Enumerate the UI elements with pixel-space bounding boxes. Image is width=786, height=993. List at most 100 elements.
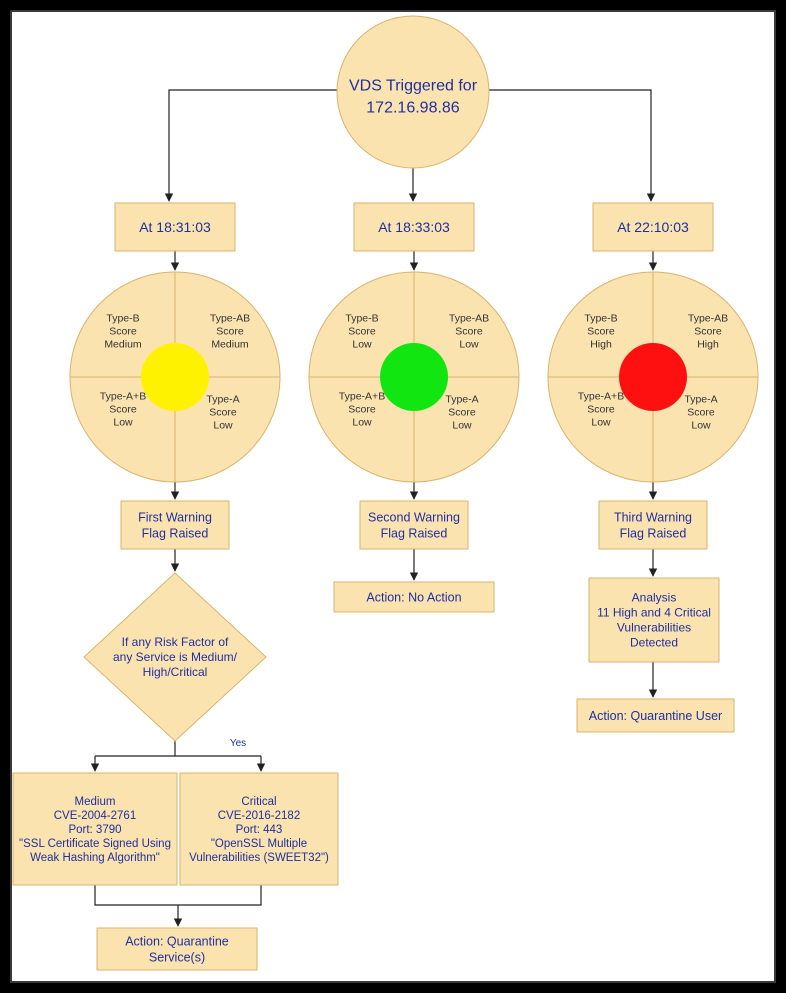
time-box-1: At 18:31:03 (114, 202, 236, 252)
action-no-action: Action: No Action (333, 581, 495, 613)
quadrant-bottom-right-line: Type-A (684, 394, 717, 406)
time-box-3-text-line: At 22:10:03 (617, 219, 689, 235)
warning-box-2-shape (359, 500, 469, 550)
finding-critical-text-line: Critical (241, 796, 276, 808)
quadrant-top-left-line: Type-B (345, 313, 378, 325)
decision-text-line: High/Critical (143, 665, 208, 679)
analysis-box-text-line: 11 High and 4 Critical (597, 606, 711, 620)
analysis-box-text-line: Vulnerabilities (617, 621, 691, 635)
warning-box-3-shape (598, 500, 708, 550)
warning-box-1-text-line: Flag Raised (142, 526, 209, 540)
edge-root-branch-1 (164, 89, 337, 202)
quadrant-bottom-right-line: Score (448, 407, 476, 419)
analysis-box-shape (588, 577, 720, 663)
quadrant-bottom-left-line: Low (591, 417, 611, 429)
decision-shape (83, 572, 267, 742)
finding-medium-text-line: "SSL Certificate Signed Using (19, 838, 171, 850)
quadrant-top-right-line: Score (216, 326, 244, 338)
warning-box-3-text-line: Flag Raised (620, 526, 687, 540)
nodes: VDS Triggered for 172.16.98.86 At 18:31:03… (12, 15, 759, 971)
quadrant-bottom-left-line: Low (113, 417, 133, 429)
finding-medium-text-line: Medium (75, 796, 116, 808)
quadrant-top-right-line: Type-AB (449, 313, 489, 325)
quadrant-bottom-left-line: Score (587, 404, 615, 416)
root-node: VDS Triggered for 172.16.98.86 (336, 15, 490, 169)
quadrant-bottom-right-line: Type-A (206, 394, 239, 406)
finding-medium-text-line: Weak Hashing Algorithm" (30, 852, 160, 864)
quadrant-bottom-left-line: Type-A+B (339, 391, 385, 403)
edge-findings-merge (94, 885, 262, 906)
quadrant-bottom-right-line: Score (687, 407, 715, 419)
quadrant-top-left-line: Score (109, 326, 137, 338)
finding-critical-text-line: CVE-2016-2182 (218, 810, 300, 822)
quadrant-bottom-left-line: Type-A+B (578, 391, 624, 403)
time-box-1-text: At 18:31:03 (139, 219, 211, 235)
quadrant-top-left-line: Medium (104, 339, 142, 351)
finding-critical-shape (179, 772, 339, 886)
time-box-2-text: At 18:33:03 (378, 219, 450, 235)
action-quarantine-services-shape (96, 927, 258, 971)
analysis-box-text-line: Detected (630, 636, 678, 650)
quadrant-bottom-right-line: Low (452, 420, 472, 432)
action-quarantine-services-text-line: Service(s) (149, 950, 205, 964)
root-text-line: VDS Triggered for (349, 78, 478, 95)
action-quarantine-user-text: Action: Quarantine User (589, 709, 722, 723)
quadrant-bottom-left-line: Score (348, 404, 376, 416)
quadrant-bottom-right-line: Type-A (445, 394, 478, 406)
root-text-line: 172.16.98.86 (366, 100, 460, 117)
quadrant-top-right-line: Medium (211, 339, 249, 351)
time-box-1-shape (114, 202, 236, 252)
warning-box-2-text-line: Second Warning (368, 510, 460, 524)
warning-box-1-shape (120, 500, 230, 550)
edge-root-branch-3 (489, 89, 656, 202)
quadrant-bottom-right-line: Low (213, 420, 233, 432)
root-text: VDS Triggered for 172.16.98.86 (349, 78, 478, 117)
action-quarantine-user-text-line: Action: Quarantine User (589, 709, 722, 723)
quadrant-top-right-line: Score (455, 326, 483, 338)
action-no-action-text: Action: No Action (366, 590, 461, 604)
time-box-1-text-line: At 18:31:03 (139, 219, 211, 235)
warning-box-2-text-line: Flag Raised (381, 526, 448, 540)
quadrant-top-left-line: Type-B (106, 313, 139, 325)
quadrant-top-right-line: Type-AB (210, 313, 250, 325)
yes-label: Yes (230, 738, 246, 749)
status-indicator-low (380, 343, 448, 411)
time-box-2: At 18:33:03 (353, 202, 475, 252)
root-circle (336, 15, 490, 169)
quadrant-top-right-line: Low (459, 339, 479, 351)
quadrant-top-left-line: Type-B (584, 313, 617, 325)
quadrant-bottom-left-line: Score (109, 404, 137, 416)
quadrant-top-left-line: Low (352, 339, 372, 351)
finding-medium-text-line: CVE-2004-2761 (54, 810, 136, 822)
action-quarantine-services-text-line: Action: Quarantine (125, 934, 229, 948)
time-box-3: At 22:10:03 (592, 202, 714, 252)
quadrant-top-left-line: Score (348, 326, 376, 338)
action-no-action-shape (333, 581, 495, 613)
quadrant-top-right-line: Type-AB (688, 313, 728, 325)
finding-critical-text-line: Port: 443 (236, 824, 283, 836)
